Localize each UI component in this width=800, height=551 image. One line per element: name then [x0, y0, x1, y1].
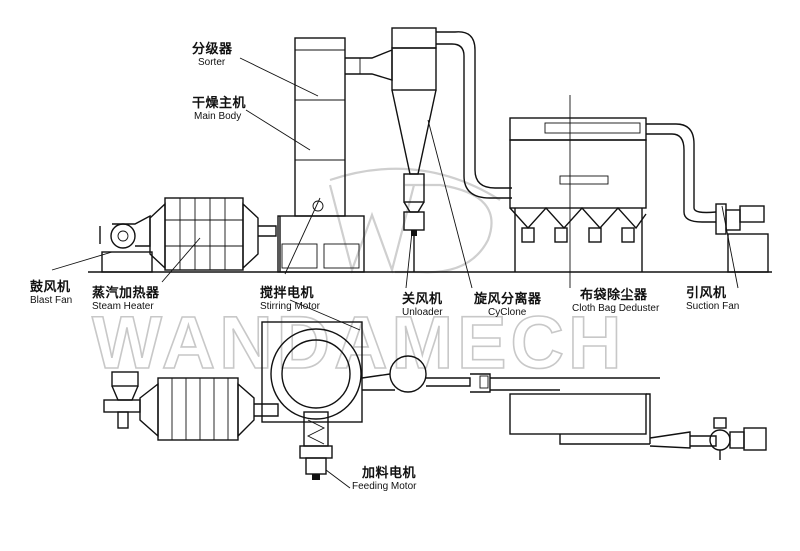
- label-feeding-motor: 加料电机 Feeding Motor: [352, 462, 416, 492]
- label-main-body: 干燥主机 Main Body: [192, 92, 246, 122]
- label-cyclone-en: CyClone: [488, 307, 527, 318]
- label-cyclone: 旋风分离器 CyClone: [474, 288, 542, 318]
- watermark-text: WANDAMECH: [92, 301, 625, 384]
- plan-ducting: [426, 373, 767, 460]
- label-sorter: 分级器 Sorter: [192, 38, 233, 68]
- label-unloader-en: Unloader: [402, 307, 443, 318]
- label-feeding-motor-en: Feeding Motor: [352, 481, 417, 492]
- label-suction-fan: 引风机 Suction Fan: [686, 282, 739, 312]
- label-sorter-zh: 分级器: [192, 42, 233, 57]
- label-unloader-zh: 关风机: [402, 292, 443, 307]
- label-unloader: 关风机 Unloader: [402, 288, 443, 318]
- label-steam-heater-zh: 蒸汽加热器: [92, 286, 160, 301]
- label-steam-heater-en: Steam Heater: [92, 301, 154, 312]
- label-cyclone-zh: 旋风分离器: [474, 292, 542, 307]
- label-bag-deduster: 布袋除尘器 Cloth Bag Deduster: [572, 284, 659, 314]
- label-feeding-motor-zh: 加料电机: [362, 466, 417, 481]
- blast-fan: [99, 214, 153, 273]
- label-blast-fan-en: Blast Fan: [30, 295, 73, 306]
- label-stirring-motor-zh: 搅拌电机: [260, 286, 315, 301]
- label-blast-fan-zh: 鼓风机: [30, 280, 71, 295]
- label-main-body-zh: 干燥主机: [192, 96, 247, 111]
- label-suction-fan-en: Suction Fan: [686, 301, 740, 312]
- label-blast-fan: 鼓风机 Blast Fan: [30, 276, 72, 306]
- suction-fan: [715, 203, 769, 273]
- main-body-plan: [261, 321, 427, 480]
- main-body-tower: [277, 37, 393, 273]
- cyclone: [391, 27, 512, 272]
- watermark-logo: WD: [328, 167, 501, 274]
- label-steam-heater: 蒸汽加热器 Steam Heater: [92, 282, 160, 312]
- watermark-logo-text: WD: [484, 229, 486, 231]
- label-sorter-en: Sorter: [198, 57, 226, 68]
- label-suction-fan-zh: 引风机: [686, 286, 727, 301]
- label-bag-deduster-en: Cloth Bag Deduster: [572, 303, 660, 314]
- label-bag-deduster-zh: 布袋除尘器: [580, 288, 648, 303]
- label-main-body-en: Main Body: [194, 111, 242, 122]
- cloth-bag-deduster: [509, 117, 717, 272]
- steam-heater: [149, 197, 277, 271]
- label-stirring-motor: 搅拌电机 Stirring Motor: [260, 282, 320, 312]
- leader-lines: [51, 57, 739, 489]
- feed-hopper: [103, 371, 279, 441]
- label-stirring-motor-en: Stirring Motor: [260, 301, 321, 312]
